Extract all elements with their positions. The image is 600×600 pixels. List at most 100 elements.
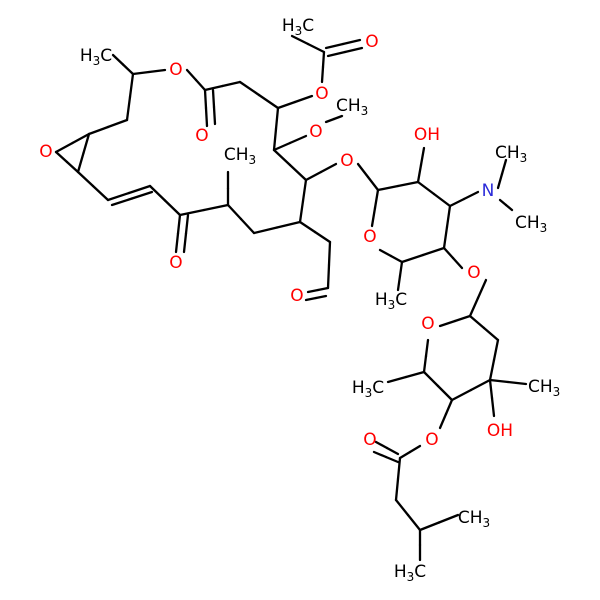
bond-54-seg-1 bbox=[450, 388, 473, 402]
bond-59-seg-0 bbox=[488, 378, 494, 400]
atom-label-o_link: O bbox=[467, 263, 480, 283]
bond-64-seg-0 bbox=[396, 456, 402, 481]
bonds-layer bbox=[54, 34, 528, 562]
bond-28-seg-1 bbox=[341, 38, 362, 46]
bond-0-seg-1 bbox=[111, 53, 125, 66]
bond-1-seg-1 bbox=[147, 68, 167, 74]
bond-35-seg-0 bbox=[314, 294, 328, 300]
bond-63-seg-0 bbox=[384, 455, 400, 464]
bond-54-seg-0 bbox=[469, 378, 492, 392]
bond-4-seg-0 bbox=[203, 84, 224, 92]
bond-10-seg-0 bbox=[71, 132, 91, 145]
bond-19-seg-0 bbox=[178, 208, 206, 217]
bond-43-seg-1 bbox=[376, 184, 400, 192]
bond-15-seg-1 bbox=[130, 190, 154, 200]
atom-label-o_ring2: O bbox=[421, 314, 434, 334]
bond-25-seg-0 bbox=[272, 127, 278, 152]
bond-56-seg-0 bbox=[422, 354, 428, 374]
bond-25-seg-1 bbox=[274, 106, 280, 131]
bond-27-seg-1 bbox=[290, 34, 310, 46]
bond-14-seg-0 bbox=[106, 191, 131, 202]
atom-label-me_ring: H3C bbox=[80, 46, 112, 68]
bond-64-seg-1 bbox=[394, 477, 400, 502]
bond-21-seg-0 bbox=[226, 203, 243, 221]
bond-46-seg-0 bbox=[496, 172, 504, 190]
bond-53-seg-0 bbox=[492, 338, 500, 362]
bond-10-seg-1 bbox=[54, 141, 74, 154]
atom-label-o_carb1: O bbox=[195, 126, 208, 146]
bond-56-seg-1 bbox=[424, 338, 430, 358]
bond-34-seg-1 bbox=[306, 288, 320, 294]
atom-label-n_dim: N bbox=[482, 181, 495, 201]
bond-6-seg-1 bbox=[212, 105, 217, 126]
bond-38-seg-0 bbox=[373, 188, 380, 210]
bond-2-seg-1 bbox=[125, 95, 132, 122]
bond-57-seg-1 bbox=[386, 375, 408, 384]
bond-44-seg-0 bbox=[416, 163, 423, 184]
bond-6-seg-0 bbox=[211, 88, 216, 109]
atom-label-ome_c: CH3 bbox=[336, 96, 368, 118]
bond-51-seg-1 bbox=[438, 319, 457, 328]
bond-48-seg-0 bbox=[398, 260, 404, 278]
bond-59-seg-1 bbox=[490, 396, 496, 418]
bond-16-seg-1 bbox=[163, 199, 182, 217]
bond-45-seg-0 bbox=[448, 197, 466, 208]
bond-9-seg-0 bbox=[106, 118, 129, 129]
bond-45-seg-1 bbox=[462, 190, 480, 201]
bond-1-seg-0 bbox=[131, 70, 151, 76]
bond-13-seg-0 bbox=[76, 170, 95, 188]
atom-label-me_s1: H3C bbox=[375, 290, 407, 312]
bond-52-seg-1 bbox=[482, 326, 500, 342]
bond-66-seg-1 bbox=[437, 513, 460, 524]
atom-label-o_ald: O bbox=[290, 286, 303, 306]
bond-3-seg-0 bbox=[185, 68, 198, 82]
bond-31-seg-0 bbox=[324, 117, 336, 124]
bond-63-seg-1 bbox=[372, 450, 388, 459]
bond-8-seg-0 bbox=[276, 100, 297, 110]
bond-14-seg-1 bbox=[127, 184, 152, 195]
atom-label-ac_o: O bbox=[365, 32, 378, 52]
bond-11-seg-1 bbox=[65, 160, 80, 174]
bond-55-seg-1 bbox=[422, 370, 440, 388]
atom-label-ome_o: O bbox=[309, 122, 322, 142]
bond-7-seg-0 bbox=[238, 80, 261, 97]
bond-65-seg-1 bbox=[406, 513, 422, 532]
bond-37-seg-0 bbox=[356, 162, 370, 179]
bond-33-seg-1 bbox=[326, 263, 331, 290]
bond-43-seg-0 bbox=[396, 180, 420, 188]
bond-4-seg-1 bbox=[221, 80, 242, 88]
bond-18-seg-0 bbox=[184, 213, 190, 235]
bond-37-seg-1 bbox=[366, 175, 380, 192]
atom-label-me_s2a: H3C bbox=[352, 378, 384, 400]
bond-15-seg-0 bbox=[110, 197, 134, 207]
bond-48-seg-1 bbox=[396, 274, 402, 292]
bond-22-seg-0 bbox=[252, 226, 279, 235]
bond-24-seg-1 bbox=[272, 148, 292, 167]
atom-label-o_ketone: O bbox=[169, 253, 182, 273]
bond-33-seg-0 bbox=[327, 240, 332, 267]
bond-40-seg-1 bbox=[421, 246, 446, 257]
bond-42-seg-1 bbox=[416, 180, 436, 196]
atom-label-o_ester_c: O bbox=[363, 430, 376, 450]
bond-57-seg-0 bbox=[404, 370, 426, 379]
bond-29-seg-1 bbox=[343, 46, 364, 54]
bond-44-seg-1 bbox=[419, 146, 426, 167]
bond-34-seg-0 bbox=[316, 286, 330, 292]
atom-label-o_lac: O bbox=[169, 60, 182, 80]
atom-label-oh_sugar1: OH bbox=[414, 125, 440, 145]
atom-label-nme_b: CH3 bbox=[515, 213, 547, 235]
bond-26-seg-0 bbox=[320, 65, 325, 84]
bond-42-seg-0 bbox=[432, 192, 452, 208]
bond-5-seg-1 bbox=[204, 106, 209, 128]
atom-label-o_glyc: O bbox=[340, 151, 353, 171]
bond-49-seg-1 bbox=[451, 256, 464, 270]
atom-label-me_c12: CH3 bbox=[224, 145, 256, 167]
atom-label-nme_a: CH3 bbox=[495, 143, 527, 165]
bond-17-seg-1 bbox=[174, 232, 180, 254]
atom-label-ac_oester: O bbox=[315, 84, 328, 104]
bond-12-seg-0 bbox=[82, 132, 91, 155]
atom-label-ch3_ib2: H3C bbox=[394, 562, 426, 584]
atom-label-o_ester_s: O bbox=[425, 430, 438, 450]
